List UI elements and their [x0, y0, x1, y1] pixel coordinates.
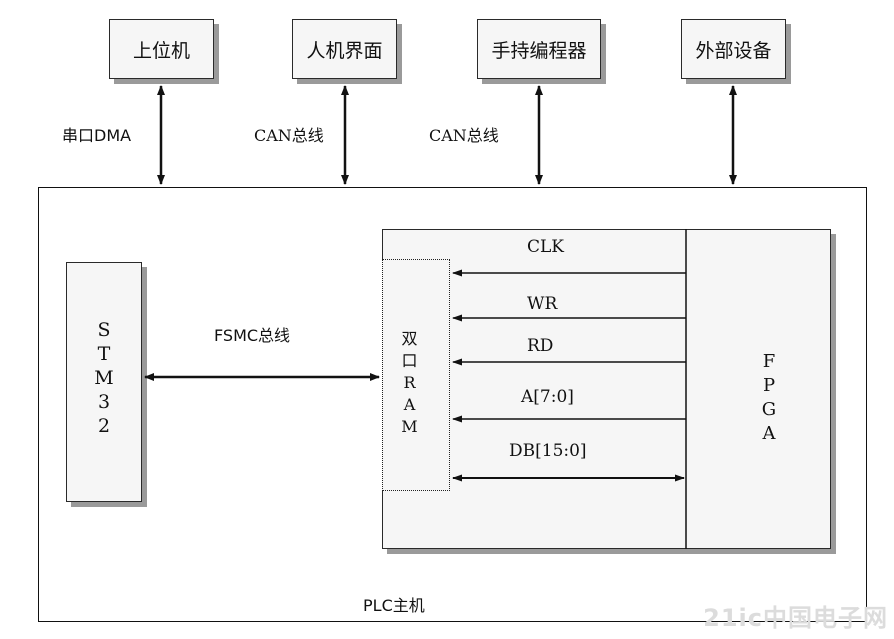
hmi-label: 人机界面: [306, 39, 383, 62]
stm32-label: S T M 3 2: [94, 319, 114, 437]
stm32-box: [66, 262, 142, 502]
link-serial-dma-label: 串口DMA: [62, 126, 132, 145]
watermark-logo: 21ic中国电子网: [703, 604, 888, 632]
plc-host-label: PLC主机: [363, 596, 425, 615]
upper-computer-label: 上位机: [132, 39, 190, 62]
rd-label: RD: [527, 336, 554, 356]
hmi-box: 人机界面: [292, 19, 397, 79]
plc-host-frame: [38, 187, 867, 622]
wr-label: WR: [527, 294, 558, 314]
link-can-1-label: CAN总线: [254, 126, 324, 145]
external-device-label: 外部设备: [695, 39, 772, 62]
data-bus-label: DB[15:0]: [509, 441, 587, 461]
upper-computer-box: 上位机: [109, 19, 214, 79]
fpga-label: F P G A: [761, 351, 777, 444]
handheld-programmer-box: 手持编程器: [477, 19, 601, 79]
dual-port-ram-label: 双 口 R A M: [401, 329, 418, 436]
clk-label: CLK: [527, 237, 564, 257]
addr-label: A[7:0]: [521, 387, 574, 407]
fsmc-bus-label: FSMC总线: [214, 326, 291, 345]
handheld-programmer-label: 手持编程器: [491, 39, 587, 62]
fpga-module-box: [382, 229, 831, 549]
external-device-box: 外部设备: [681, 19, 786, 79]
dual-port-ram-box: [382, 259, 450, 491]
link-can-2-label: CAN总线: [429, 126, 499, 145]
